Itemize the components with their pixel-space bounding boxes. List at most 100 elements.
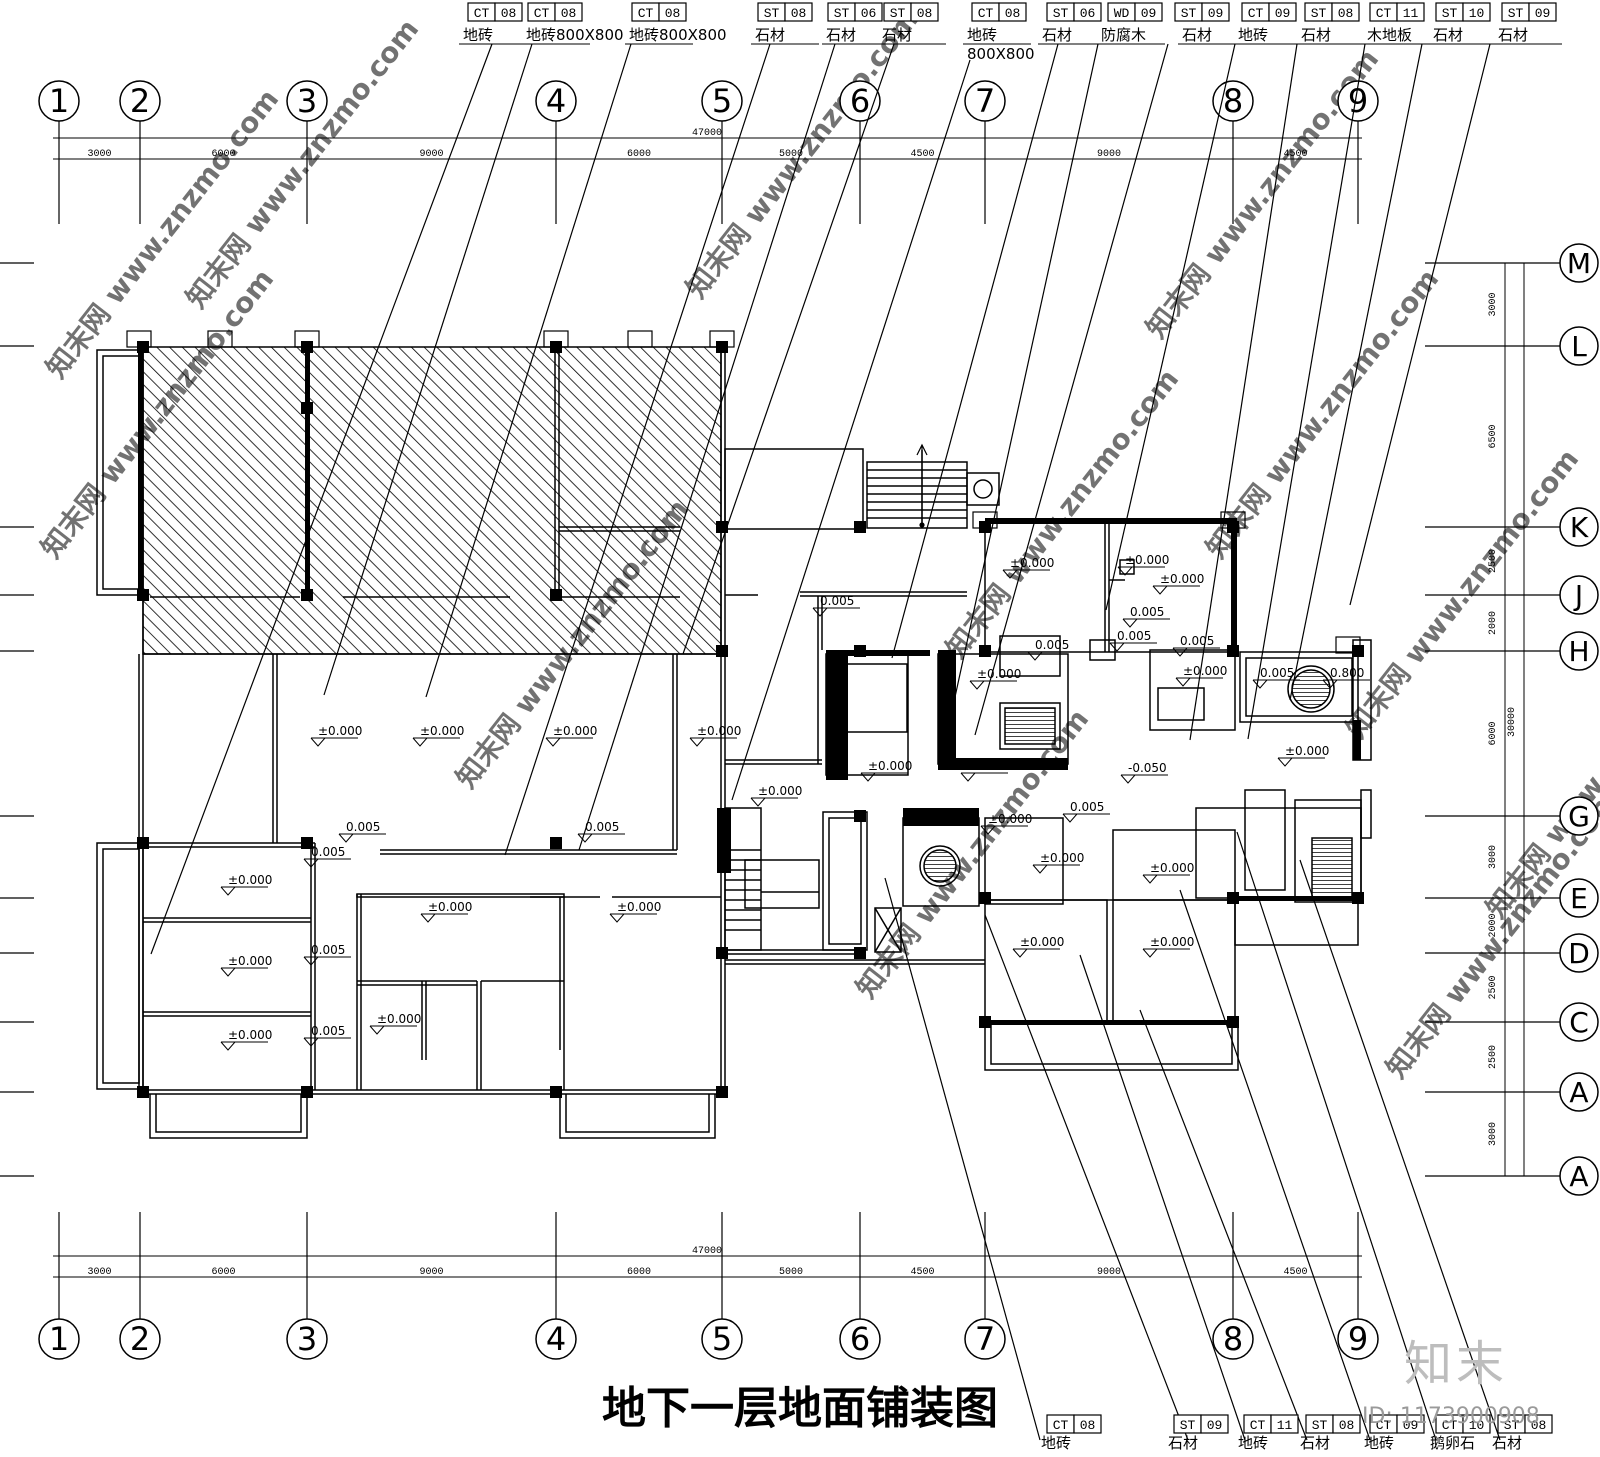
- material-code-box: [998, 2, 1027, 22]
- column: [854, 810, 866, 822]
- axis-label-top: 1: [49, 82, 69, 120]
- drawing-id-label: ID: 1173900908: [1362, 1404, 1540, 1429]
- axis-label-top: 4: [546, 82, 566, 120]
- material-code-prefix: WD: [1114, 6, 1130, 21]
- column: [716, 645, 728, 657]
- elevation-symbol: [369, 1025, 386, 1035]
- elevation-value: 0.005: [311, 845, 345, 859]
- material-name-top: 石材: [755, 26, 785, 44]
- elevation-value: ±0.000: [1150, 935, 1194, 949]
- material-code-number: 08: [1338, 6, 1354, 21]
- leader-line-top: [1189, 43, 1298, 741]
- stair-up-arrow: [916, 443, 928, 528]
- leader-line-top: [323, 43, 533, 696]
- material-code-number: 06: [861, 6, 877, 21]
- row-axis-label: E: [1570, 882, 1588, 915]
- segment-dimension-text: 5000: [779, 149, 803, 160]
- material-code-number: 11: [1403, 6, 1419, 21]
- material-code-box: [1332, 1414, 1361, 1434]
- elevation-symbol: [577, 833, 594, 843]
- elevation-value: ±0.000: [1183, 664, 1227, 678]
- material-name-top: 石材: [826, 26, 856, 44]
- elevation-symbol: [545, 737, 562, 747]
- elevation-symbol: [338, 833, 355, 843]
- material-code-number: 08: [501, 6, 517, 21]
- row-dimension-text: 2500: [1488, 549, 1499, 573]
- row-dimension-text: 2500: [1488, 975, 1499, 999]
- material-code-box: [1524, 1414, 1553, 1434]
- row-dimension-text: 3000: [1488, 845, 1499, 869]
- elevation-symbol: [750, 797, 767, 807]
- material-code-prefix: CT: [1376, 1418, 1392, 1433]
- leader-line-bottom: [1079, 954, 1246, 1441]
- material-code-prefix: ST: [1504, 1418, 1520, 1433]
- material-code-number: 06: [1080, 6, 1096, 21]
- page-title: 地下一层地面铺装图: [602, 1383, 998, 1434]
- elevation-value: ±0.000: [1150, 861, 1194, 875]
- elevation-value: 0.005: [1117, 629, 1151, 643]
- material-name-bottom: 地砖: [1041, 1434, 1071, 1452]
- material-code-prefix: ST: [1508, 6, 1524, 21]
- column: [301, 1086, 313, 1098]
- column-cap: [207, 330, 233, 348]
- overall-dimension-text: 47000: [692, 128, 722, 139]
- row-dimension-text: 2000: [1488, 913, 1499, 937]
- segment-dimension-text: 4500: [1283, 149, 1307, 160]
- material-code-number: 08: [1005, 6, 1021, 21]
- material-code-number: 08: [917, 6, 933, 21]
- elevation-symbol: [1175, 677, 1192, 687]
- elevation-value: ±0.000: [228, 954, 272, 968]
- column-cap: [972, 511, 998, 529]
- elevation-value: 0.800: [1330, 666, 1364, 680]
- leader-line-top: [425, 43, 632, 698]
- overall-dimension-text: 47000: [692, 1246, 722, 1257]
- material-name-top: 石材: [1301, 26, 1331, 44]
- segment-dimension-text: 9000: [1097, 149, 1121, 160]
- elevation-value: ±0.000: [1020, 935, 1064, 949]
- material-name-bottom: 石材: [1492, 1434, 1522, 1452]
- material-code-box: [910, 2, 939, 22]
- axis-label-bottom: 5: [712, 1320, 732, 1358]
- elevation-symbol: [812, 607, 829, 617]
- axis-label-top: 9: [1348, 82, 1368, 120]
- column: [1227, 1016, 1239, 1028]
- leader-line-bottom: [1236, 831, 1437, 1441]
- material-code-box: [854, 2, 883, 22]
- row-axis-label: H: [1568, 635, 1589, 668]
- segment-dimension-text: 3000: [87, 1267, 111, 1278]
- elevation-value: ±0.000: [868, 759, 912, 773]
- material-code-prefix: CT: [1376, 6, 1392, 21]
- elevation-value: 0.005: [1180, 634, 1214, 648]
- elevation-value: ±0.000: [617, 900, 661, 914]
- elevation-value: ±0.000: [420, 724, 464, 738]
- elevation-symbol: [412, 737, 429, 747]
- material-name-top: 石材: [882, 26, 912, 44]
- segment-dimension-text: 9000: [1097, 1267, 1121, 1278]
- elevation-symbol: [689, 737, 706, 747]
- leader-line-top: [731, 59, 971, 801]
- material-name-top: 地砖800X800: [526, 26, 624, 44]
- elevation-value: 0.005: [1260, 666, 1294, 680]
- column: [979, 1016, 991, 1028]
- row-axis-label: J: [1573, 579, 1583, 612]
- leader-line-top: [578, 43, 836, 851]
- column-cap: [294, 330, 320, 348]
- elevation-value: 0.005: [346, 820, 380, 834]
- column: [550, 589, 562, 601]
- elevation-symbol: [310, 737, 327, 747]
- material-name-bottom: 地砖: [1364, 1434, 1394, 1452]
- elevation-symbol: [1142, 874, 1159, 884]
- elevation-value: ±0.000: [1285, 744, 1329, 758]
- elevation-symbol: [220, 967, 237, 977]
- material-code-number: 09: [1535, 6, 1551, 21]
- elevation-symbol: [960, 772, 977, 782]
- column: [716, 947, 728, 959]
- row-dimension-text: 3000: [1488, 1122, 1499, 1146]
- leader-line-bottom: [1299, 859, 1501, 1441]
- row-dimension-text: 6500: [1488, 424, 1499, 448]
- callout-leader-lines: [150, 43, 1501, 1441]
- column-cap: [1220, 511, 1246, 529]
